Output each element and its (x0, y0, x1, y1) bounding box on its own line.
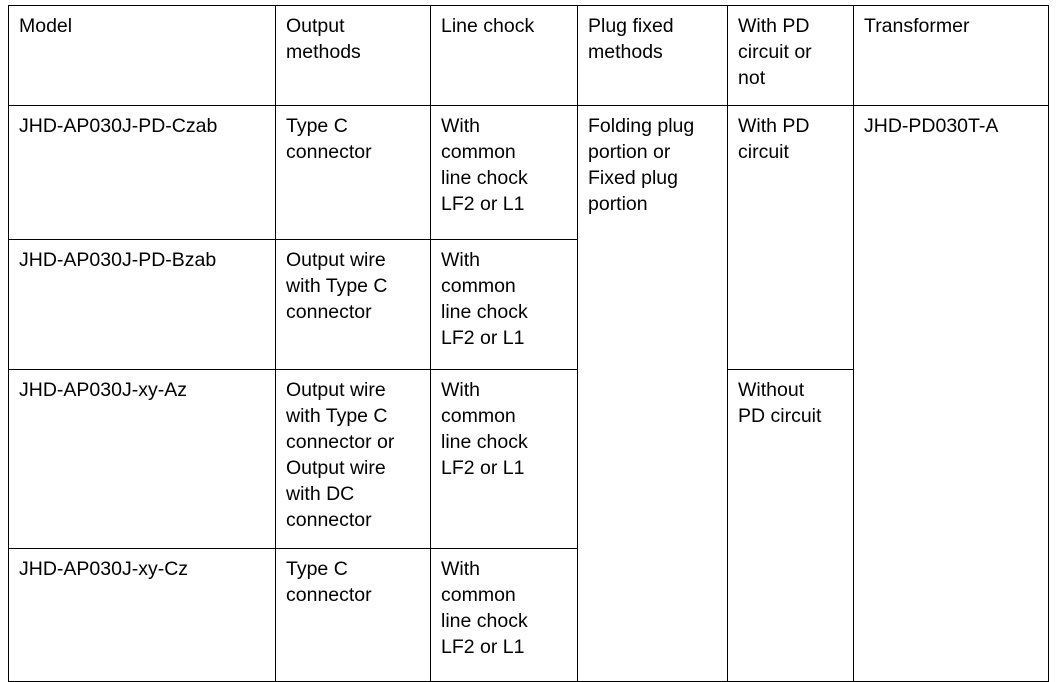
column-header-plug-fixed-methods: Plug fixed methods (577, 5, 728, 106)
cell-output-methods: Output wire with Type C connector (275, 239, 431, 370)
column-header-line-chock: Line chock (430, 5, 578, 106)
cell-model: JHD-AP030J-xy-Cz (8, 548, 276, 682)
cell-model: JHD-AP030J-PD-Czab (8, 105, 276, 240)
cell-transformer-merged: JHD-PD030T-A (853, 105, 1049, 682)
table-row: JHD-AP030J-PD-Bzab Output wire with Type… (8, 239, 1049, 370)
table-row: JHD-AP030J-xy-Az Output wire with Type C… (8, 369, 1049, 682)
cell-line-chock: With common line chock LF2 or L1 (430, 548, 578, 682)
table-row: JHD-AP030J-PD-Czab Type C connector With… (8, 105, 1049, 682)
cell-line-chock: With common line chock LF2 or L1 (430, 105, 578, 240)
cell-output-methods: Output wire with Type C connector or Out… (275, 369, 431, 549)
cell-line-chock: With common line chock LF2 or L1 (430, 239, 578, 370)
cell-model: JHD-AP030J-PD-Bzab (8, 239, 276, 370)
table-header-row: Model Output methods Line chock Plug fix… (8, 5, 1049, 106)
cell-output-methods: Type C connector (275, 548, 431, 682)
cell-pd-circuit-with: With PD circuit (727, 105, 854, 370)
cell-line-chock: With common line chock LF2 or L1 (430, 369, 578, 549)
cell-output-methods: Type C connector (275, 105, 431, 240)
column-header-transformer: Transformer (853, 5, 1049, 106)
column-header-output-methods: Output methods (275, 5, 431, 106)
cell-model: JHD-AP030J-xy-Az (8, 369, 276, 549)
column-header-model: Model (8, 5, 276, 106)
document-page: Model Output methods Line chock Plug fix… (8, 5, 1049, 682)
product-model-spec-table: Model Output methods Line chock Plug fix… (8, 5, 1049, 682)
cell-plug-fixed-methods-merged: Folding plug portion or Fixed plug porti… (577, 105, 728, 682)
column-header-pd-circuit: With PD circuit or not (727, 5, 854, 106)
cell-pd-circuit-without: Without PD circuit (727, 369, 854, 682)
